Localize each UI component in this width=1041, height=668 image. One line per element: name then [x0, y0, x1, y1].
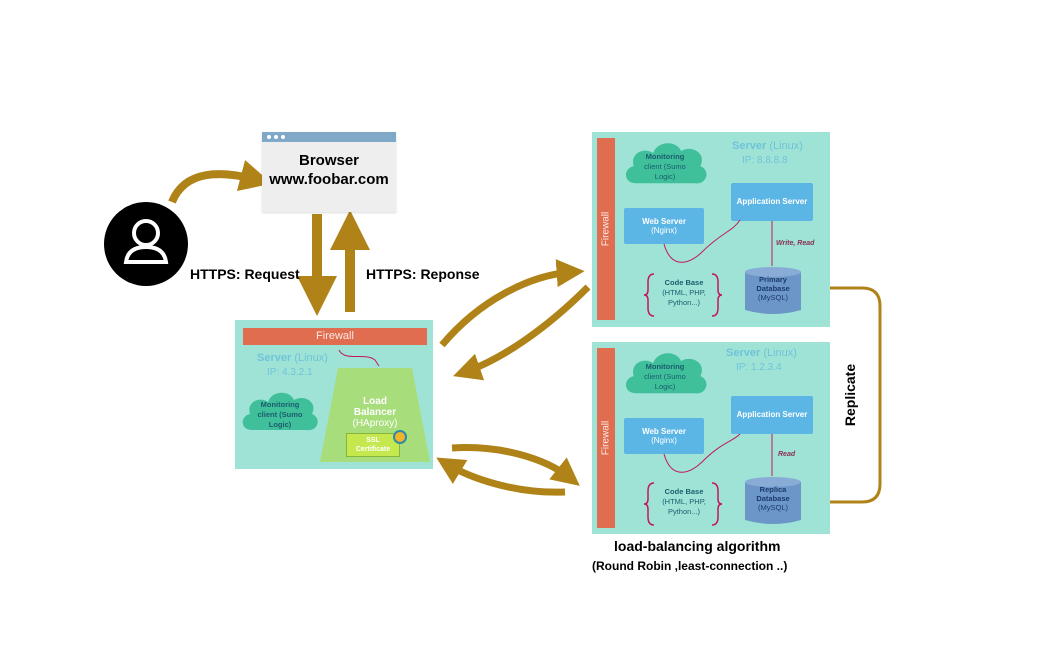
- replica-code-base: Code Base (HTML, PHP, Python...): [662, 487, 706, 516]
- primary-database-label: Primary Database (MySQL): [756, 275, 790, 302]
- replicate-label: Replicate: [842, 363, 858, 427]
- browser-title: Browser: [298, 152, 360, 169]
- primary-firewall: Firewall: [597, 138, 615, 320]
- ssl-certificate: SSL Certificate: [346, 433, 400, 457]
- lb-server-panel: Firewall Server (Linux) IP: 4.3.2.1 Moni…: [235, 320, 433, 469]
- replica-monitoring-label: Monitoring client (Sumo Logic): [644, 362, 686, 391]
- window-dot-icon: [281, 135, 285, 139]
- lb-server-ip: IP: 4.3.2.1: [267, 367, 313, 378]
- user-to-browser-arrow: [168, 160, 272, 204]
- replica-web-server: Web Server (Nginx): [624, 418, 704, 454]
- algorithm-subtitle: (Round Robin ,least-connection ..): [592, 559, 788, 573]
- lb-flow-line: [338, 350, 380, 367]
- replica-firewall: Firewall: [597, 348, 615, 528]
- ssl-seal-icon: [393, 430, 407, 444]
- primary-database-icon: [745, 267, 801, 314]
- browser-titlebar: [262, 132, 396, 142]
- replica-server-ip: IP: 1.2.3.4: [736, 362, 782, 373]
- monitoring-cloud-icon: [625, 353, 707, 394]
- monitoring-cloud-icon: [242, 392, 318, 431]
- primary-to-lb-arrow: [453, 284, 591, 381]
- algorithm-title: load-balancing algorithm: [614, 538, 781, 554]
- response-label: HTTPS: Reponse: [366, 266, 480, 282]
- monitoring-cloud-icon: [625, 143, 707, 184]
- primary-server-panel: Firewall Monitoring client (Sumo Logic) …: [592, 132, 830, 327]
- primary-flow-lines: [663, 219, 773, 266]
- replica-app-server: Application Server: [731, 396, 813, 434]
- lb-firewall: Firewall: [243, 328, 427, 345]
- replica-rw-label: Read: [778, 451, 796, 458]
- user-avatar-icon: [104, 202, 188, 286]
- replica-database-icon: [745, 477, 801, 524]
- primary-monitoring-label: Monitoring client (Sumo Logic): [644, 152, 686, 181]
- primary-server-ip: IP: 8.8.8.8: [742, 155, 788, 166]
- lb-to-primary-arrow: [439, 259, 585, 348]
- request-label: HTTPS: Request: [190, 266, 300, 282]
- replica-server-title: Server (Linux): [726, 347, 797, 359]
- lb-server-title: Server (Linux): [257, 352, 328, 364]
- lb-to-replica-arrow: [451, 444, 580, 486]
- primary-server-title: Server (Linux): [732, 140, 803, 152]
- window-dot-icon: [274, 135, 278, 139]
- primary-rw-label: Write, Read: [776, 240, 815, 247]
- replica-database-label: Replica Database (MySQL): [756, 485, 790, 512]
- browser-url: www.foobar.com: [269, 171, 389, 188]
- primary-app-server: Application Server: [731, 183, 813, 221]
- primary-code-base: Code Base (HTML, PHP, Python...): [662, 278, 706, 307]
- window-dot-icon: [267, 135, 271, 139]
- replica-code-brackets: [643, 482, 723, 526]
- replica-to-lb-arrow: [436, 457, 566, 496]
- primary-web-server: Web Server (Nginx): [624, 208, 704, 244]
- replicate-arrow: [805, 286, 882, 508]
- primary-code-brackets: [643, 273, 723, 317]
- replica-flow-lines: [663, 433, 773, 476]
- browser-window: Browser www.foobar.com: [262, 132, 396, 212]
- lb-monitoring-label: Monitoring client (Sumo Logic): [257, 400, 303, 429]
- load-balancer-label: Load Balancer (HAproxy): [352, 396, 398, 429]
- replica-server-panel: Firewall Monitoring client (Sumo Logic) …: [592, 342, 830, 534]
